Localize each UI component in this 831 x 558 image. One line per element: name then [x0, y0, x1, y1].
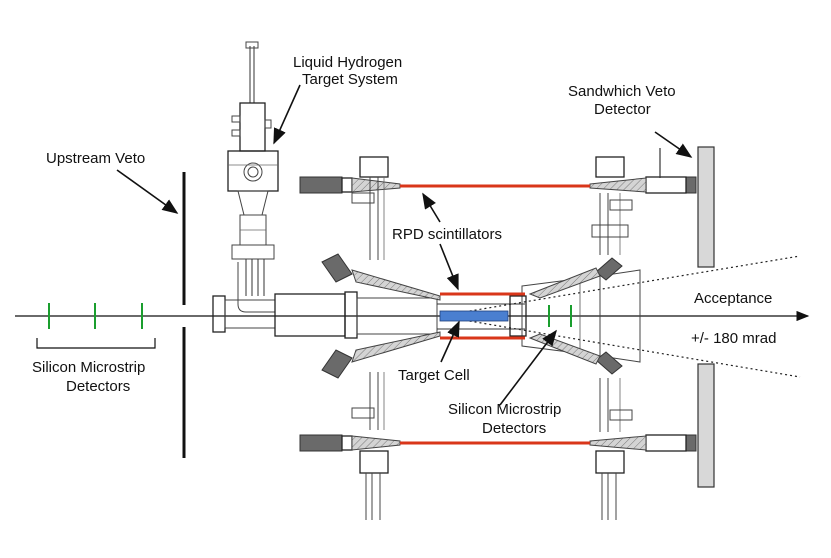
acceptance-label: Acceptance: [694, 290, 772, 307]
outer-ring-upper: [299, 176, 697, 194]
silicon-detectors-central: [548, 305, 572, 327]
arrow-rpd-down: [439, 243, 459, 291]
upstream-veto-label: Upstream Veto: [46, 150, 145, 167]
sandwich-veto-label-line1: Sandwhich Veto: [568, 83, 676, 100]
target-cell: [439, 310, 509, 322]
lh2-label-line2: Target System: [302, 71, 398, 88]
lh2-target-system: [227, 41, 279, 313]
lh2-label-line1: Liquid Hydrogen: [293, 54, 402, 71]
arrow-rpd-up: [422, 192, 441, 223]
target-tube: [212, 291, 525, 339]
support-frame-right: [591, 148, 661, 520]
outer-ring-lower: [299, 434, 697, 452]
silicon-upstream-label-line2: Detectors: [66, 378, 130, 395]
inner-ring-upper: [321, 253, 623, 301]
target-cell-label: Target Cell: [398, 367, 470, 384]
silicon-central-label-line2: Detectors: [482, 420, 546, 437]
sandwich-veto-detector: [697, 146, 715, 488]
sandwich-veto-label-line2: Detector: [594, 101, 651, 118]
rpd-label: RPD scintillators: [392, 226, 502, 243]
arrow-sandwich-veto: [654, 131, 693, 158]
arrow-silicon-central: [499, 329, 557, 406]
support-frame-left: [351, 156, 389, 520]
acceptance-cone: [439, 255, 801, 378]
acceptance-angle-label: +/- 180 mrad: [691, 330, 776, 347]
silicon-upstream-label-line1: Silicon Microstrip: [32, 359, 145, 376]
arrow-target-cell: [440, 320, 460, 363]
annotation-arrows: [116, 84, 693, 406]
silicon-detectors-upstream: [48, 303, 143, 329]
silicon-bracket: [36, 338, 156, 349]
arrow-lh2: [273, 84, 301, 145]
silicon-central-label-line1: Silicon Microstrip: [448, 401, 561, 418]
arrow-upstream-veto: [116, 169, 179, 214]
